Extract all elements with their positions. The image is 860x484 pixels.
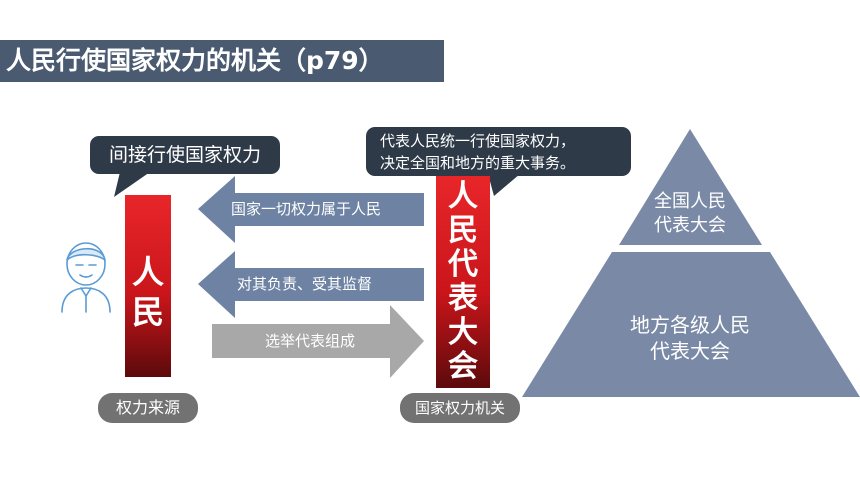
pyramid-bottom xyxy=(522,252,860,397)
congress-bar: 人 民 代 表 大 会 xyxy=(436,176,490,388)
label-state-power-organ: 国家权力机关 xyxy=(400,393,520,423)
congress-char-3: 代 xyxy=(448,247,478,282)
pyramid-bottom-line1: 地方各级人民 xyxy=(630,313,750,337)
pyramid-top xyxy=(619,129,762,245)
pyramid-bottom-label: 地方各级人民 代表大会 xyxy=(600,312,780,364)
congress-char-2: 民 xyxy=(448,213,478,248)
people-bar: 人 民 xyxy=(125,195,171,377)
congress-char-6: 会 xyxy=(448,349,478,384)
pyramid-top-line1: 全国人民 xyxy=(654,191,726,212)
people-char-2: 民 xyxy=(131,293,164,331)
arrow-label-responsible: 对其负责、受其监督 xyxy=(237,275,373,293)
congress-char-5: 大 xyxy=(448,315,478,350)
people-char-1: 人 xyxy=(131,253,164,291)
label-power-source: 权力来源 xyxy=(98,393,198,423)
person-icon xyxy=(61,242,111,313)
congress-char-1: 人 xyxy=(448,179,478,214)
callout-indirect-power: 间接行使国家权力 xyxy=(90,136,280,174)
pyramid-top-line2: 代表大会 xyxy=(654,215,726,236)
arrow-label-power-belongs: 国家一切权力属于人民 xyxy=(231,200,382,218)
callout-unified-power: 代表人民统一行使国家权力， 决定全国和地方的重大事务。 xyxy=(366,127,631,176)
arrow-label-elect: 选举代表组成 xyxy=(265,332,356,350)
arrow-power-belongs xyxy=(198,176,424,243)
pyramid-top-label: 全国人民 代表大会 xyxy=(640,190,740,238)
pyramid-bottom-line2: 代表大会 xyxy=(650,339,730,363)
congress-char-4: 表 xyxy=(448,281,478,316)
callout-right-tail xyxy=(488,174,520,196)
arrow-responsible xyxy=(198,251,424,318)
callout-left-tail xyxy=(114,172,150,197)
arrow-elect xyxy=(212,305,424,378)
page-title: 人民行使国家权力的机关（p79） xyxy=(0,40,444,82)
callout-right-line2: 决定全国和地方的重大事务。 xyxy=(380,154,576,172)
callout-right-line1: 代表人民统一行使国家权力， xyxy=(380,132,576,150)
